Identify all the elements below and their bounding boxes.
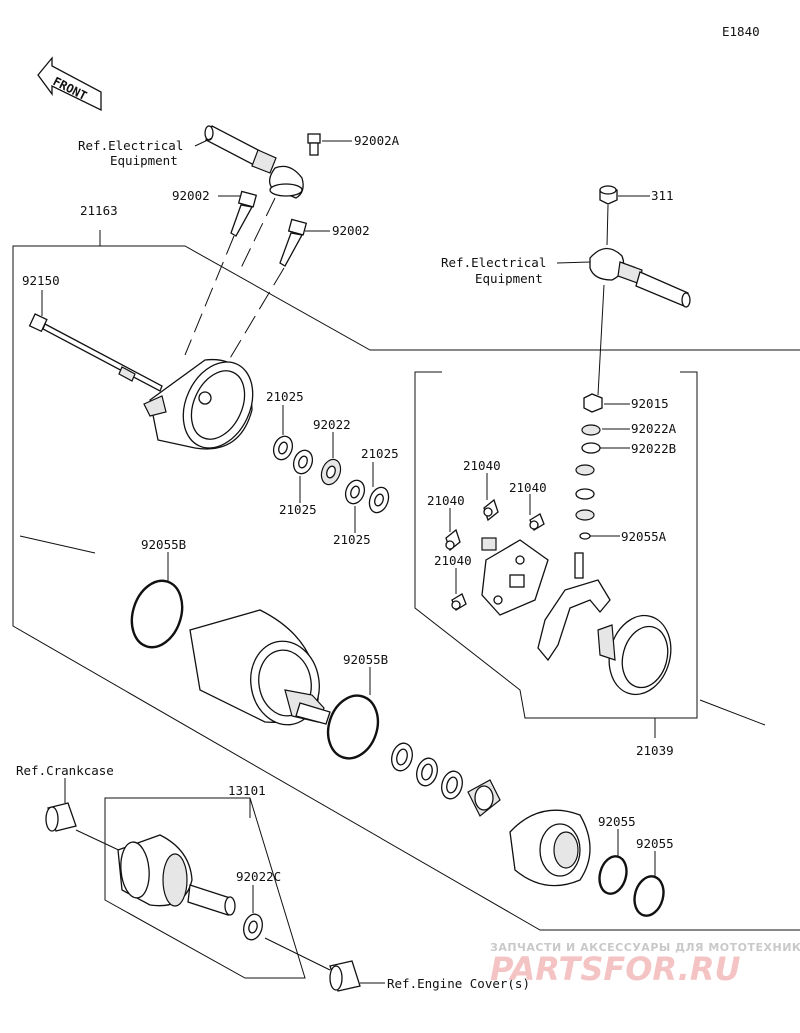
ref-electrical-top-line2: Equipment <box>110 153 178 168</box>
bushing-engine-cover <box>329 960 361 992</box>
front-arrow-icon: FRONT <box>37 56 102 112</box>
ref-electrical-top-line1: Ref.Electrical <box>78 138 183 153</box>
label-92055B-lower: 92055B <box>343 652 388 667</box>
diagram-code: E1840 <box>722 24 760 39</box>
label-92022: 92022 <box>313 417 351 432</box>
label-92022C: 92022C <box>236 869 281 884</box>
nut-311 <box>599 185 618 205</box>
brush-holder-ring <box>597 614 672 696</box>
rear-cover-21163 <box>143 358 254 450</box>
o-ring-92055B-top <box>130 579 184 649</box>
watermark-brand: PARTSFOR.RU <box>490 950 740 988</box>
brush-21040-c <box>445 528 461 552</box>
label-92002-left: 92002 <box>172 188 210 203</box>
washer-set-top <box>272 435 390 514</box>
washer-set-middle <box>391 742 501 817</box>
brush-21040-a <box>483 498 499 522</box>
ref-engine-cover: Ref.Engine Cover(s) <box>387 976 530 991</box>
washer-92022C <box>243 913 263 941</box>
label-21025-c: 21025 <box>361 446 399 461</box>
brush-21040-b <box>529 513 545 531</box>
watermark: ЗАПЧАСТИ И АКСЕССУАРЫ ДЛЯ МОТОТЕХНИКИ PA… <box>490 941 800 988</box>
assembly-outline <box>12 230 800 931</box>
brush-plate-frame <box>414 371 766 738</box>
ref-electrical-right-line1: Ref.Electrical <box>441 255 546 270</box>
label-21040-c: 21040 <box>427 493 465 508</box>
label-92055B-top: 92055B <box>141 537 186 552</box>
label-92055-a: 92055 <box>598 814 636 829</box>
label-92002A: 92002A <box>354 133 400 148</box>
label-21039: 21039 <box>636 743 674 758</box>
label-92022A: 92022A <box>631 421 677 436</box>
front-cover <box>509 809 591 887</box>
motor-yoke <box>189 609 331 726</box>
terminal-bracket <box>537 552 611 662</box>
cable-right <box>589 247 691 308</box>
leader-lines <box>41 137 656 984</box>
label-13101: 13101 <box>228 783 266 798</box>
label-21040-a: 21040 <box>463 458 501 473</box>
starter-clutch-13101 <box>117 834 236 916</box>
o-ring-92055-a <box>598 855 628 895</box>
nut-92015 <box>583 393 603 413</box>
washer-stack-right <box>575 424 601 540</box>
label-21025-a: 21025 <box>266 389 304 404</box>
label-311: 311 <box>651 188 674 203</box>
label-21025-d: 21025 <box>333 532 371 547</box>
brush-plate <box>481 537 549 616</box>
o-ring-92055-b <box>633 875 665 917</box>
label-21040-b: 21040 <box>509 480 547 495</box>
bushing-crankcase <box>45 802 77 832</box>
ref-electrical-right-line2: Equipment <box>475 271 543 286</box>
o-ring-92055B-lower <box>326 694 380 760</box>
ref-crankcase: Ref.Crankcase <box>16 763 114 778</box>
brush-21040-d <box>451 593 467 611</box>
bolt-92002A <box>307 133 321 156</box>
bolt-92002-right <box>279 218 308 267</box>
label-21040-d: 21040 <box>434 553 472 568</box>
label-92150: 92150 <box>22 273 60 288</box>
bolt-92002-left <box>230 190 258 237</box>
label-21163: 21163 <box>80 203 118 218</box>
label-92002-right: 92002 <box>332 223 370 238</box>
through-bolt-92150 <box>28 313 163 392</box>
label-92055-b: 92055 <box>636 836 674 851</box>
label-21025-b: 21025 <box>279 502 317 517</box>
pinion-frame <box>104 797 306 979</box>
callout-labels: Ref.Electrical Equipment 92002A 92002 92… <box>16 133 677 991</box>
watermark-tagline: ЗАПЧАСТИ И АКСЕССУАРЫ ДЛЯ МОТОТЕХНИКИ <box>490 941 800 954</box>
label-92022B: 92022B <box>631 441 676 456</box>
cable-top <box>204 125 304 199</box>
label-92015: 92015 <box>631 396 669 411</box>
label-92055A: 92055A <box>621 529 667 544</box>
